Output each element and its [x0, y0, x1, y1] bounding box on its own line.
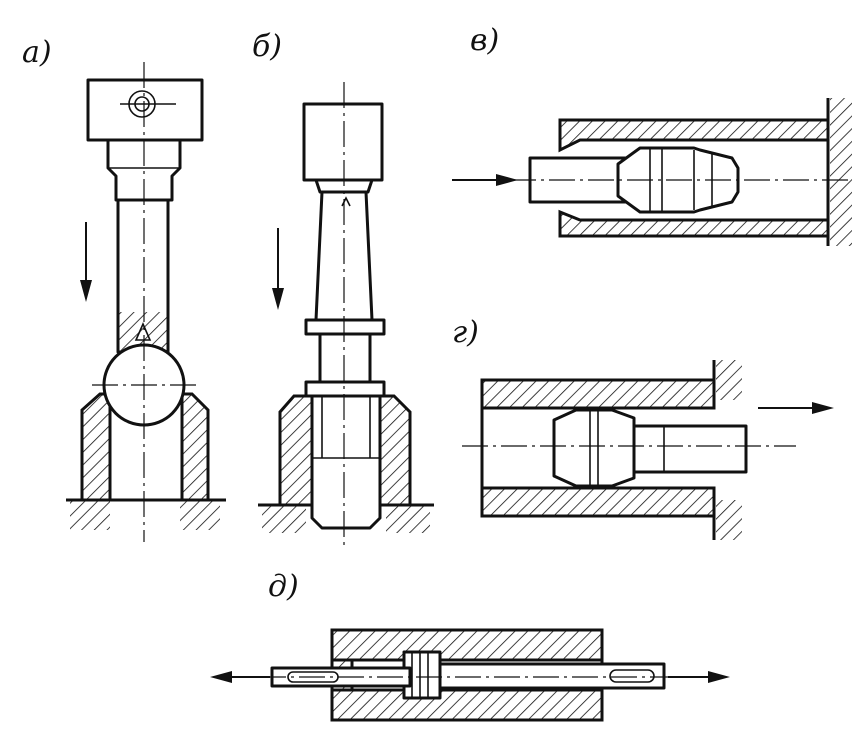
view-a-workpiece-left	[80, 392, 112, 502]
view-v-wall	[830, 98, 852, 246]
view-v-tube-top	[558, 118, 830, 153]
view-d-double-pull	[210, 628, 730, 722]
label-a: а)	[22, 35, 52, 70]
view-g-tube-top	[480, 378, 716, 410]
view-g-wall-bottom	[716, 500, 742, 540]
view-v-tube-bottom	[558, 209, 830, 238]
label-g: г)	[452, 315, 479, 350]
view-g-wall-top	[716, 360, 742, 400]
view-a-base-right	[180, 500, 220, 530]
view-g-mandrel-pull	[462, 360, 834, 540]
view-b-base-left	[262, 505, 306, 533]
label-v: в)	[470, 23, 499, 58]
view-a-workpiece-right	[180, 392, 210, 502]
view-a-ball-mandrel	[66, 62, 226, 542]
view-b-mandrel	[310, 394, 382, 530]
view-b-ring	[304, 318, 386, 336]
view-b-base-right	[386, 505, 430, 533]
label-b: б)	[252, 29, 282, 64]
view-a-rod-tip-section	[118, 312, 168, 352]
view-b-ram-head	[302, 102, 384, 182]
view-b-push-mandrel	[258, 82, 434, 548]
view-b-workpiece-left	[278, 394, 314, 507]
view-d-housing-top	[330, 628, 604, 662]
view-g-pull-rod	[632, 424, 748, 474]
label-d: д)	[268, 569, 299, 604]
view-b-body	[318, 332, 372, 384]
view-v-mandrel-push	[452, 98, 852, 246]
view-d-housing-bottom	[330, 688, 604, 722]
view-g-tube-bottom	[480, 486, 716, 518]
view-d-right-rod	[438, 662, 666, 690]
view-g-mandrel	[552, 408, 636, 488]
view-a-ram-neck	[106, 138, 182, 202]
view-a-base-left	[70, 500, 110, 530]
